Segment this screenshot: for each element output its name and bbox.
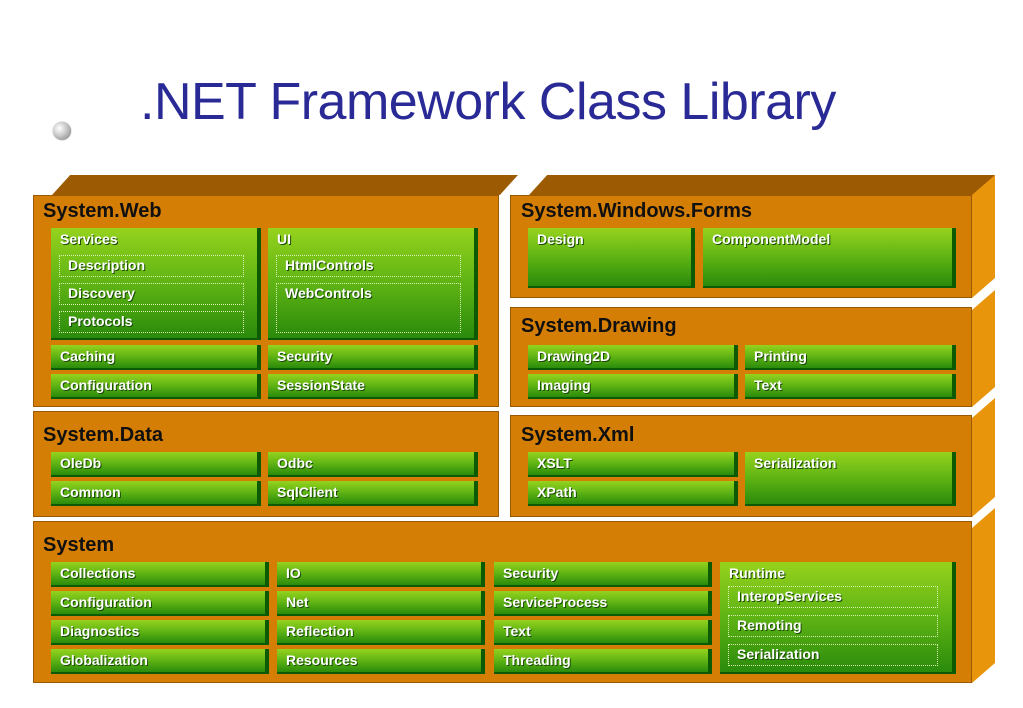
item-label: Drawing2D [537, 348, 611, 364]
item-text: Text [745, 374, 956, 399]
panel-label: System.Data [43, 424, 164, 446]
bullet-icon [53, 122, 71, 140]
sub-item: Serialization [728, 644, 938, 666]
item-collections: Collections [51, 562, 269, 587]
item-serviceprocess: ServiceProcess [494, 591, 712, 616]
item-label: Threading [503, 652, 571, 668]
panel-label: System.Windows.Forms [521, 200, 752, 222]
sub-label: Description [68, 257, 146, 273]
item-common: Common [51, 481, 261, 506]
item-label: Text [754, 377, 782, 393]
item-label: SqlClient [277, 484, 338, 500]
item-label: UI [277, 231, 291, 247]
item-label: Configuration [60, 377, 152, 393]
sub-label: WebControls [285, 285, 372, 301]
item-label: Security [277, 348, 333, 364]
item-runtime: Runtime InteropServices Remoting Seriali… [720, 562, 956, 674]
panel-label: System.Xml [521, 424, 635, 446]
item-sqlclient: SqlClient [268, 481, 478, 506]
sub-label: Protocols [68, 313, 133, 329]
item-label: ComponentModel [712, 231, 831, 247]
item-label: IO [286, 565, 301, 581]
item-services: Services Description Discovery Protocols [51, 228, 261, 340]
item-diagnostics: Diagnostics [51, 620, 269, 645]
item-componentmodel: ComponentModel [703, 228, 956, 288]
page-title: .NET Framework Class Library [140, 73, 836, 131]
item-label: OleDb [60, 455, 102, 471]
sub-label: HtmlControls [285, 257, 374, 273]
item-label: Configuration [60, 594, 152, 610]
sub-item: HtmlControls [276, 255, 461, 277]
item-label: XSLT [537, 455, 572, 471]
item-label: Net [286, 594, 309, 610]
panel-forms-top [529, 175, 995, 195]
sub-item: Protocols [59, 311, 244, 333]
item-label: Resources [286, 652, 358, 668]
item-label: Collections [60, 565, 136, 581]
item-label: Odbc [277, 455, 313, 471]
sub-item: Description [59, 255, 244, 277]
sub-item: WebControls [276, 283, 461, 333]
item-net: Net [277, 591, 485, 616]
item-label: Caching [60, 348, 116, 364]
item-resources: Resources [277, 649, 485, 674]
item-label: Serialization [754, 455, 837, 471]
item-text: Text [494, 620, 712, 645]
item-label: SessionState [277, 377, 365, 393]
item-globalization: Globalization [51, 649, 269, 674]
item-label: XPath [537, 484, 577, 500]
item-label: Globalization [60, 652, 148, 668]
panel-forms-side [972, 175, 995, 298]
item-label: Imaging [537, 377, 591, 393]
item-oledb: OleDb [51, 452, 261, 477]
sub-label: Remoting [737, 617, 802, 633]
panel-label: System.Web [43, 200, 162, 222]
item-printing: Printing [745, 345, 956, 370]
sub-label: InteropServices [737, 588, 843, 604]
item-label: Diagnostics [60, 623, 140, 639]
item-drawing2d: Drawing2D [528, 345, 738, 370]
item-sessionstate: SessionState [268, 374, 478, 399]
item-ui: UI HtmlControls WebControls [268, 228, 478, 340]
panel-xml-side [972, 398, 995, 517]
item-label: Security [503, 565, 559, 581]
item-label: Text [503, 623, 531, 639]
item-odbc: Odbc [268, 452, 478, 477]
item-security: Security [268, 345, 478, 370]
item-label: Design [537, 231, 584, 247]
item-label: Reflection [286, 623, 354, 639]
panel-system-web-top [52, 175, 518, 195]
sub-label: Discovery [68, 285, 135, 301]
item-label: Services [60, 231, 118, 247]
panel-label: System.Drawing [521, 315, 677, 337]
panel-drawing-side [972, 290, 995, 407]
item-serialization: Serialization [745, 452, 956, 506]
item-label: Runtime [729, 565, 785, 581]
item-imaging: Imaging [528, 374, 738, 399]
sub-item: Discovery [59, 283, 244, 305]
item-design: Design [528, 228, 695, 288]
sub-item: Remoting [728, 615, 938, 637]
item-reflection: Reflection [277, 620, 485, 645]
item-configuration: Configuration [51, 591, 269, 616]
item-threading: Threading [494, 649, 712, 674]
item-label: Printing [754, 348, 807, 364]
item-xpath: XPath [528, 481, 738, 506]
item-xslt: XSLT [528, 452, 738, 477]
sub-item: InteropServices [728, 586, 938, 608]
sub-label: Serialization [737, 646, 820, 662]
item-io: IO [277, 562, 485, 587]
item-security: Security [494, 562, 712, 587]
item-label: ServiceProcess [503, 594, 608, 610]
panel-label: System [43, 534, 115, 556]
item-label: Common [60, 484, 121, 500]
panel-system-side [972, 508, 995, 683]
item-caching: Caching [51, 345, 261, 370]
item-configuration: Configuration [51, 374, 261, 399]
